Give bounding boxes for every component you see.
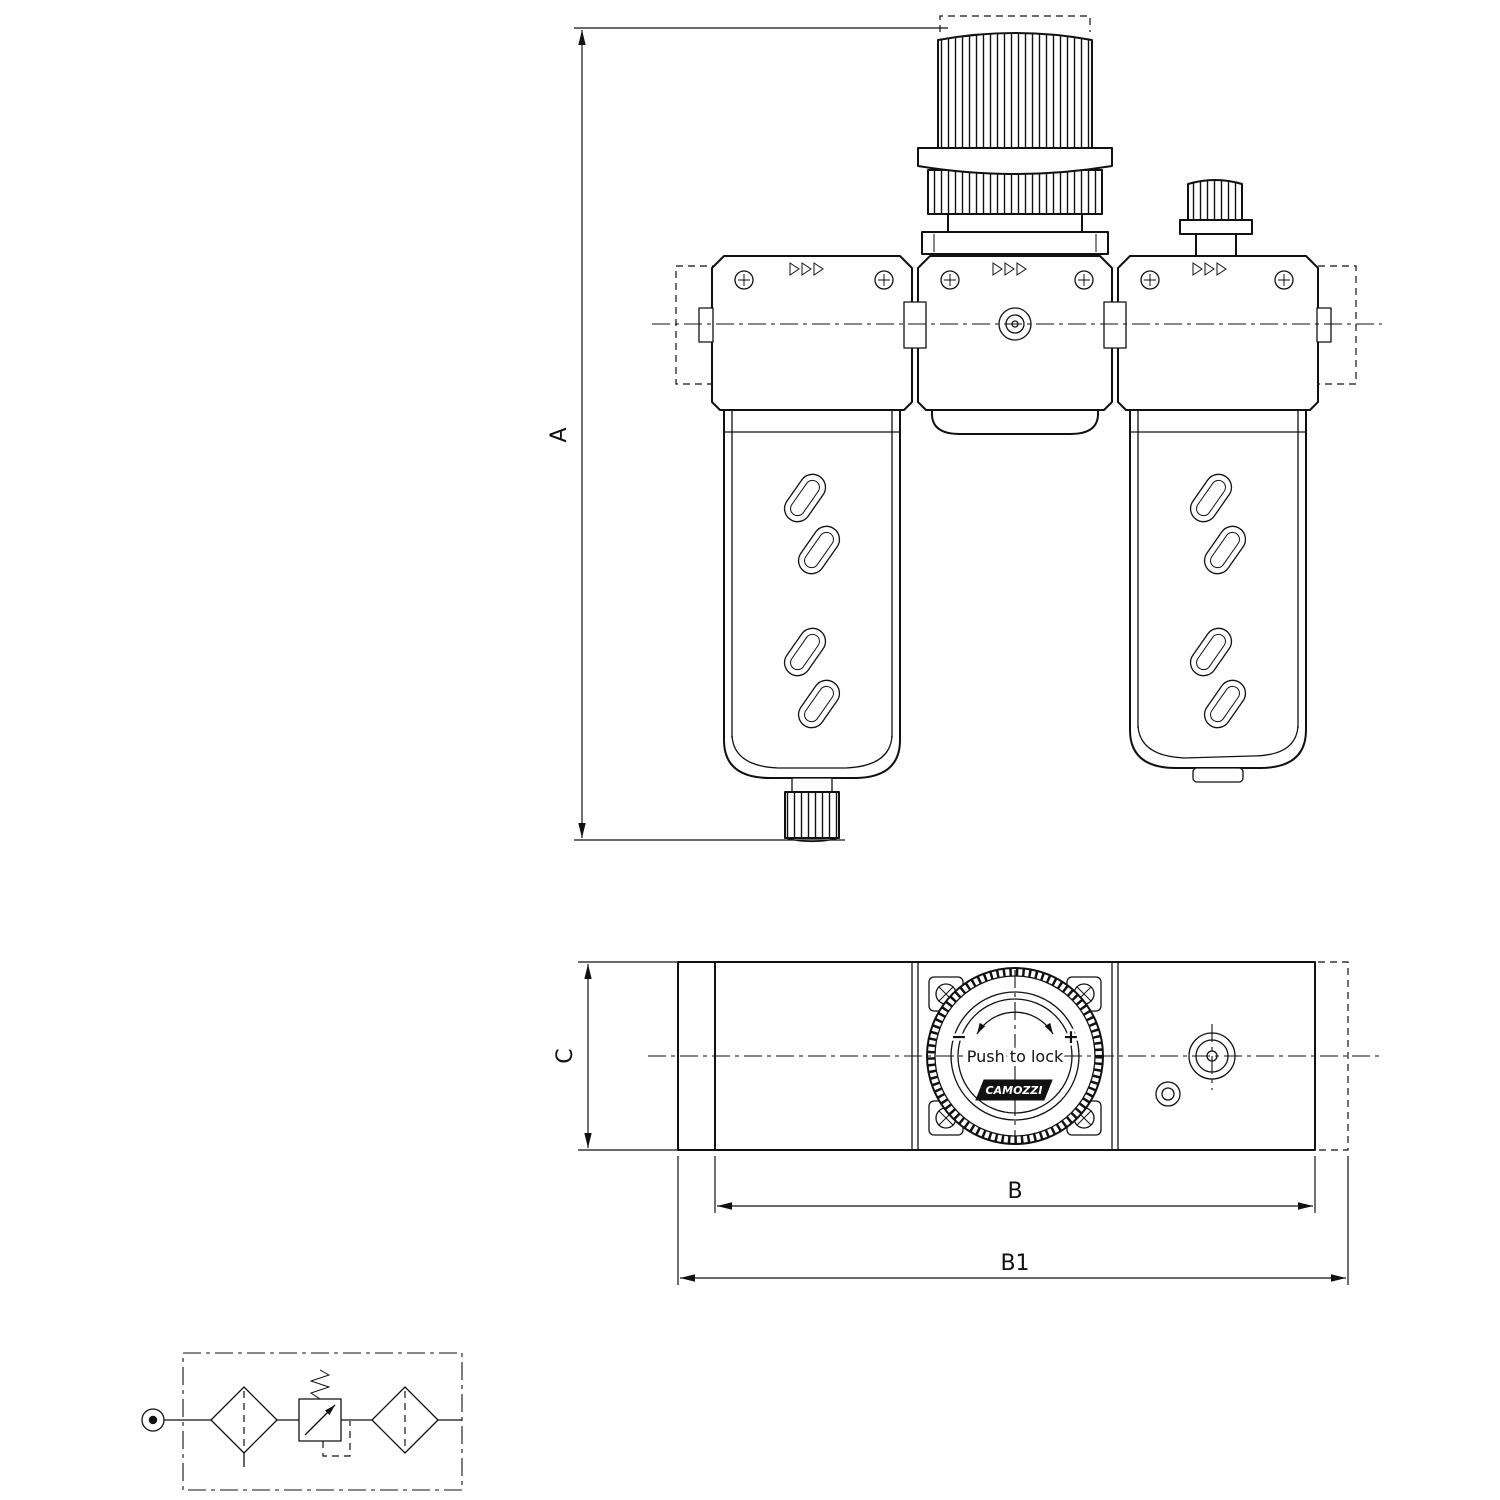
top-view: C − + Pus: [553, 961, 1382, 1285]
sight-slot: [783, 473, 841, 729]
knob-flange: [917, 147, 1113, 175]
module-clamp: [903, 301, 927, 349]
assembly-boundary: [182, 1352, 463, 1491]
inlet-port-boss: [698, 307, 714, 343]
filter-body: [711, 255, 913, 411]
module-clamp: [1103, 301, 1127, 349]
inlet-port-symbol: [141, 1408, 165, 1432]
knob-neck: [947, 213, 1083, 233]
dimension-a-label: A: [547, 427, 572, 442]
flow-direction-icon: [789, 262, 1227, 276]
sight-slot: [1189, 473, 1247, 729]
pneumatic-schematic: [141, 1352, 463, 1491]
body-modules: [698, 255, 1332, 411]
screw-icon: [734, 270, 1294, 290]
dimension-b1: B1: [677, 1156, 1349, 1285]
rotation-arrow-icon: [976, 1011, 1054, 1035]
knob-face: − + Push to lock CAMOZZI: [949, 1011, 1081, 1101]
regulator-symbol: [298, 1369, 351, 1457]
pilot-line: [322, 1421, 351, 1457]
svg-text:CAMOZZI: CAMOZZI: [986, 1084, 1043, 1097]
plus-sign: +: [1063, 1026, 1079, 1048]
knob-instruction: Push to lock: [967, 1047, 1064, 1066]
lubricator-body: [1117, 255, 1319, 411]
minus-sign: −: [951, 1026, 967, 1048]
dimension-b1-label: B1: [1000, 1251, 1029, 1276]
outlet-port-boss: [1316, 307, 1332, 343]
lubricator-bowl: [1129, 409, 1307, 783]
knob-grip: [937, 32, 1093, 149]
spring-icon: [309, 1369, 331, 1400]
filter-symbol: [210, 1386, 278, 1467]
panel-nut: [921, 231, 1109, 255]
filter-bowl: [723, 409, 901, 843]
dimension-c: C: [553, 961, 688, 1151]
knob-raised-outline: [939, 15, 1091, 32]
sight-port-top-view: [1155, 1081, 1181, 1107]
knob-lock-ring: [927, 169, 1103, 215]
bowl-nub: [1192, 767, 1244, 783]
regulator-knob: [917, 15, 1113, 255]
dimension-b: B: [714, 1156, 1316, 1213]
drain-valve: [784, 777, 840, 843]
outlet-plate-envelope: [1318, 961, 1349, 1151]
fill-plug: [1179, 179, 1253, 257]
dimension-a: A: [547, 27, 948, 841]
regulator-bottom-cap: [931, 409, 1099, 435]
lubricator-symbol: [371, 1386, 439, 1454]
dimension-b-label: B: [1007, 1179, 1022, 1204]
dimension-c-label: C: [553, 1048, 578, 1063]
brand-logo: CAMOZZI: [975, 1079, 1053, 1101]
front-view: A: [547, 15, 1382, 843]
